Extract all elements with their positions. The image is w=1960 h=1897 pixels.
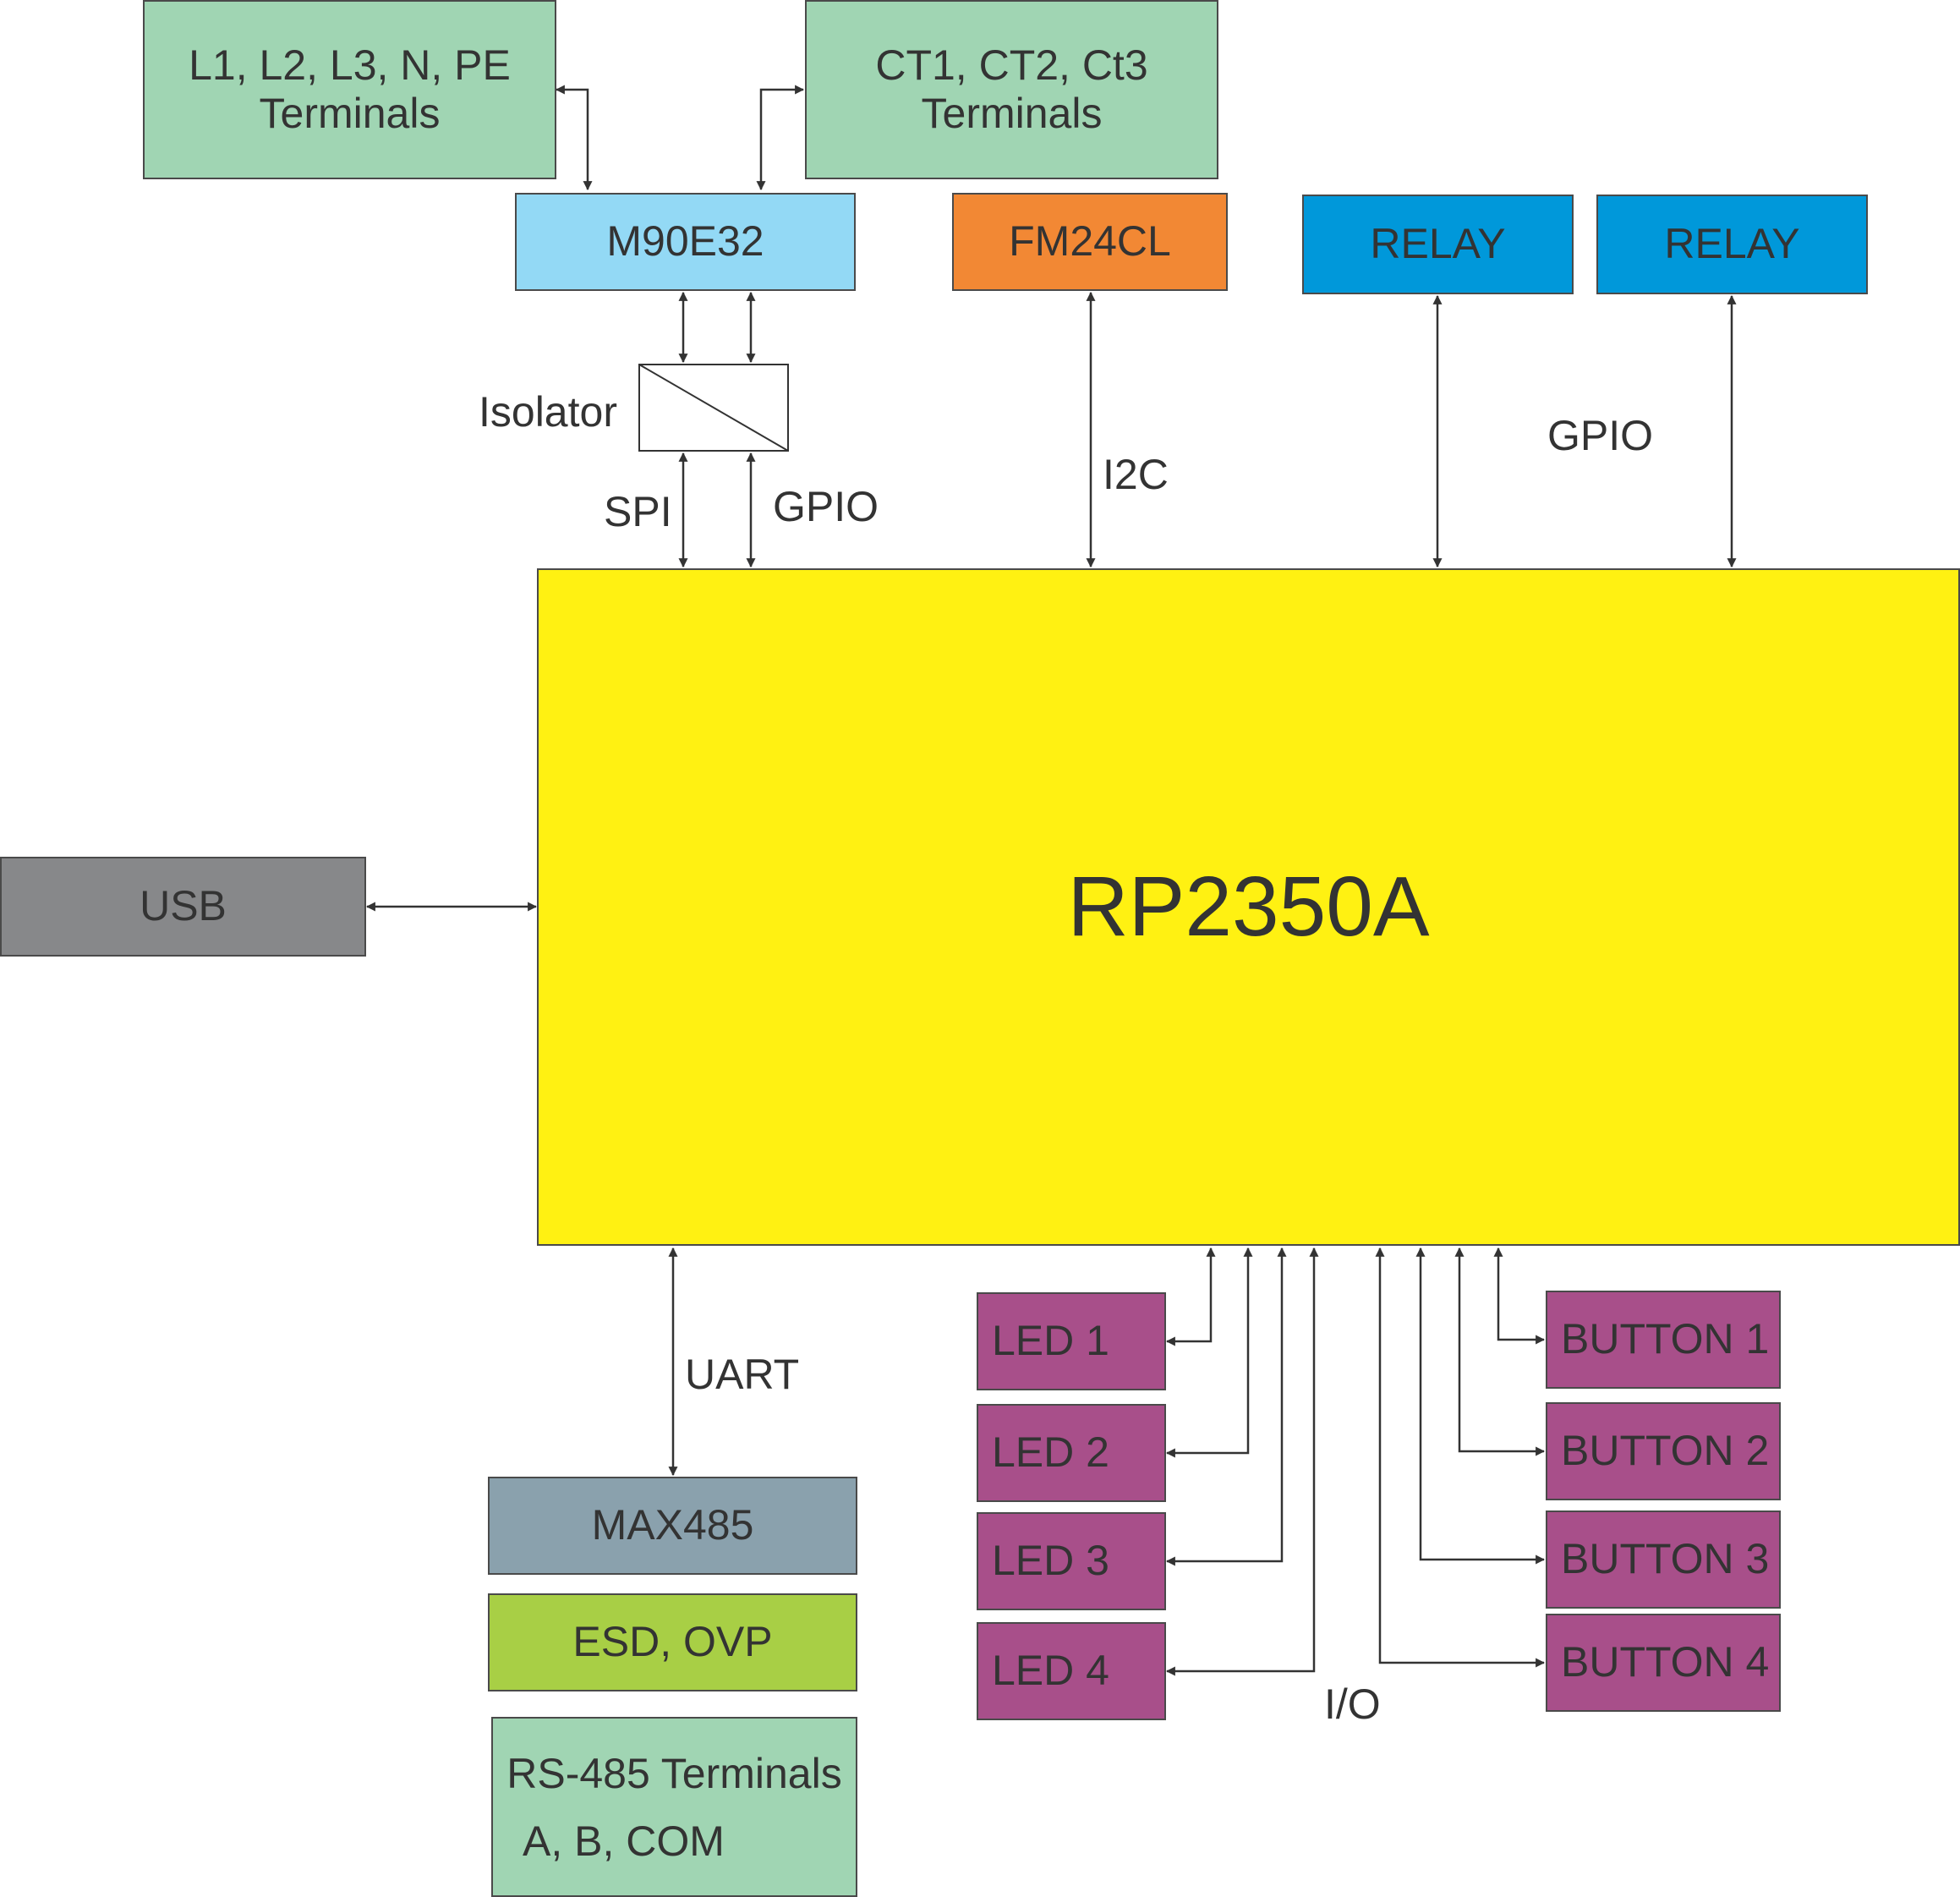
voltage-terminals-line1: L1, L2, L3, N, PE <box>189 41 511 89</box>
button-block-2: BUTTON 2 <box>1546 1402 1781 1500</box>
button-block-4: BUTTON 4 <box>1546 1614 1781 1712</box>
relay-block-2: RELAY <box>1596 195 1868 294</box>
isolator-symbol <box>638 364 789 452</box>
led-block-4: LED 4 <box>977 1622 1166 1720</box>
usb-label: USB <box>140 882 227 930</box>
relay-label-2: RELAY <box>1664 220 1800 268</box>
link-mcu-button1 <box>1493 1247 1546 1345</box>
mcu-block: RP2350A <box>537 568 1960 1246</box>
current-terminals-block: CT1, CT2, Ct3 Terminals <box>805 0 1218 179</box>
led-block-2: LED 2 <box>977 1404 1166 1502</box>
spi-label: SPI <box>604 488 672 535</box>
led-label-2: LED 2 <box>992 1428 1109 1477</box>
link-mcu-led2 <box>1165 1247 1253 1458</box>
led-block-1: LED 1 <box>977 1292 1166 1390</box>
link-mcu-led3 <box>1165 1247 1287 1566</box>
current-terminals-line1: CT1, CT2, Ct3 <box>875 41 1148 89</box>
voltage-terminals-block: L1, L2, L3, N, PE Terminals <box>143 0 556 179</box>
button-block-3: BUTTON 3 <box>1546 1510 1781 1609</box>
uart-label: UART <box>685 1351 800 1398</box>
gpio-relays-label: GPIO <box>1547 412 1654 459</box>
link-mcu-button3 <box>1415 1247 1546 1565</box>
usb-block: USB <box>0 857 366 957</box>
i2c-label: I2C <box>1103 451 1169 498</box>
relay-block-1: RELAY <box>1302 195 1574 294</box>
button-label-2: BUTTON 2 <box>1561 1427 1770 1475</box>
esd-block: ESD, OVP <box>488 1593 857 1691</box>
relay-label-1: RELAY <box>1370 220 1506 268</box>
rs485-terminals-line2: A, B, COM <box>523 1817 725 1865</box>
current-terminals-line2: Terminals <box>921 90 1103 137</box>
m90e32-block: M90E32 <box>515 193 856 291</box>
link-voltage-terminals-m90e32 <box>555 85 593 191</box>
isolator-label: Isolator <box>479 388 617 436</box>
led-block-3: LED 3 <box>977 1512 1166 1610</box>
link-mcu-led4 <box>1165 1247 1319 1676</box>
link-current-terminals-m90e32 <box>756 85 805 191</box>
max485-block: MAX485 <box>488 1477 857 1575</box>
max485-label: MAX485 <box>591 1501 754 1549</box>
fm24cl-block: FM24CL <box>952 193 1228 291</box>
gpio-isolator-label: GPIO <box>773 483 879 530</box>
rs485-terminals-block: RS-485 Terminals A, B, COM <box>491 1717 857 1897</box>
voltage-terminals-line2: Terminals <box>259 90 441 137</box>
led-label-1: LED 1 <box>992 1317 1109 1365</box>
fm24cl-label: FM24CL <box>1009 217 1171 266</box>
button-block-1: BUTTON 1 <box>1546 1291 1781 1389</box>
led-label-3: LED 3 <box>992 1537 1109 1585</box>
button-label-1: BUTTON 1 <box>1561 1315 1770 1363</box>
button-label-3: BUTTON 3 <box>1561 1535 1770 1583</box>
link-mcu-button2 <box>1454 1247 1546 1456</box>
esd-label: ESD, OVP <box>572 1618 773 1666</box>
rs485-terminals-line1: RS-485 Terminals <box>506 1749 842 1797</box>
led-label-4: LED 4 <box>992 1647 1109 1695</box>
link-mcu-led1 <box>1165 1247 1216 1346</box>
io-label: I/O <box>1324 1680 1381 1728</box>
m90e32-label: M90E32 <box>606 217 764 266</box>
link-mcu-button4 <box>1375 1247 1546 1668</box>
mcu-label: RP2350A <box>1067 859 1430 954</box>
button-label-4: BUTTON 4 <box>1561 1638 1770 1686</box>
